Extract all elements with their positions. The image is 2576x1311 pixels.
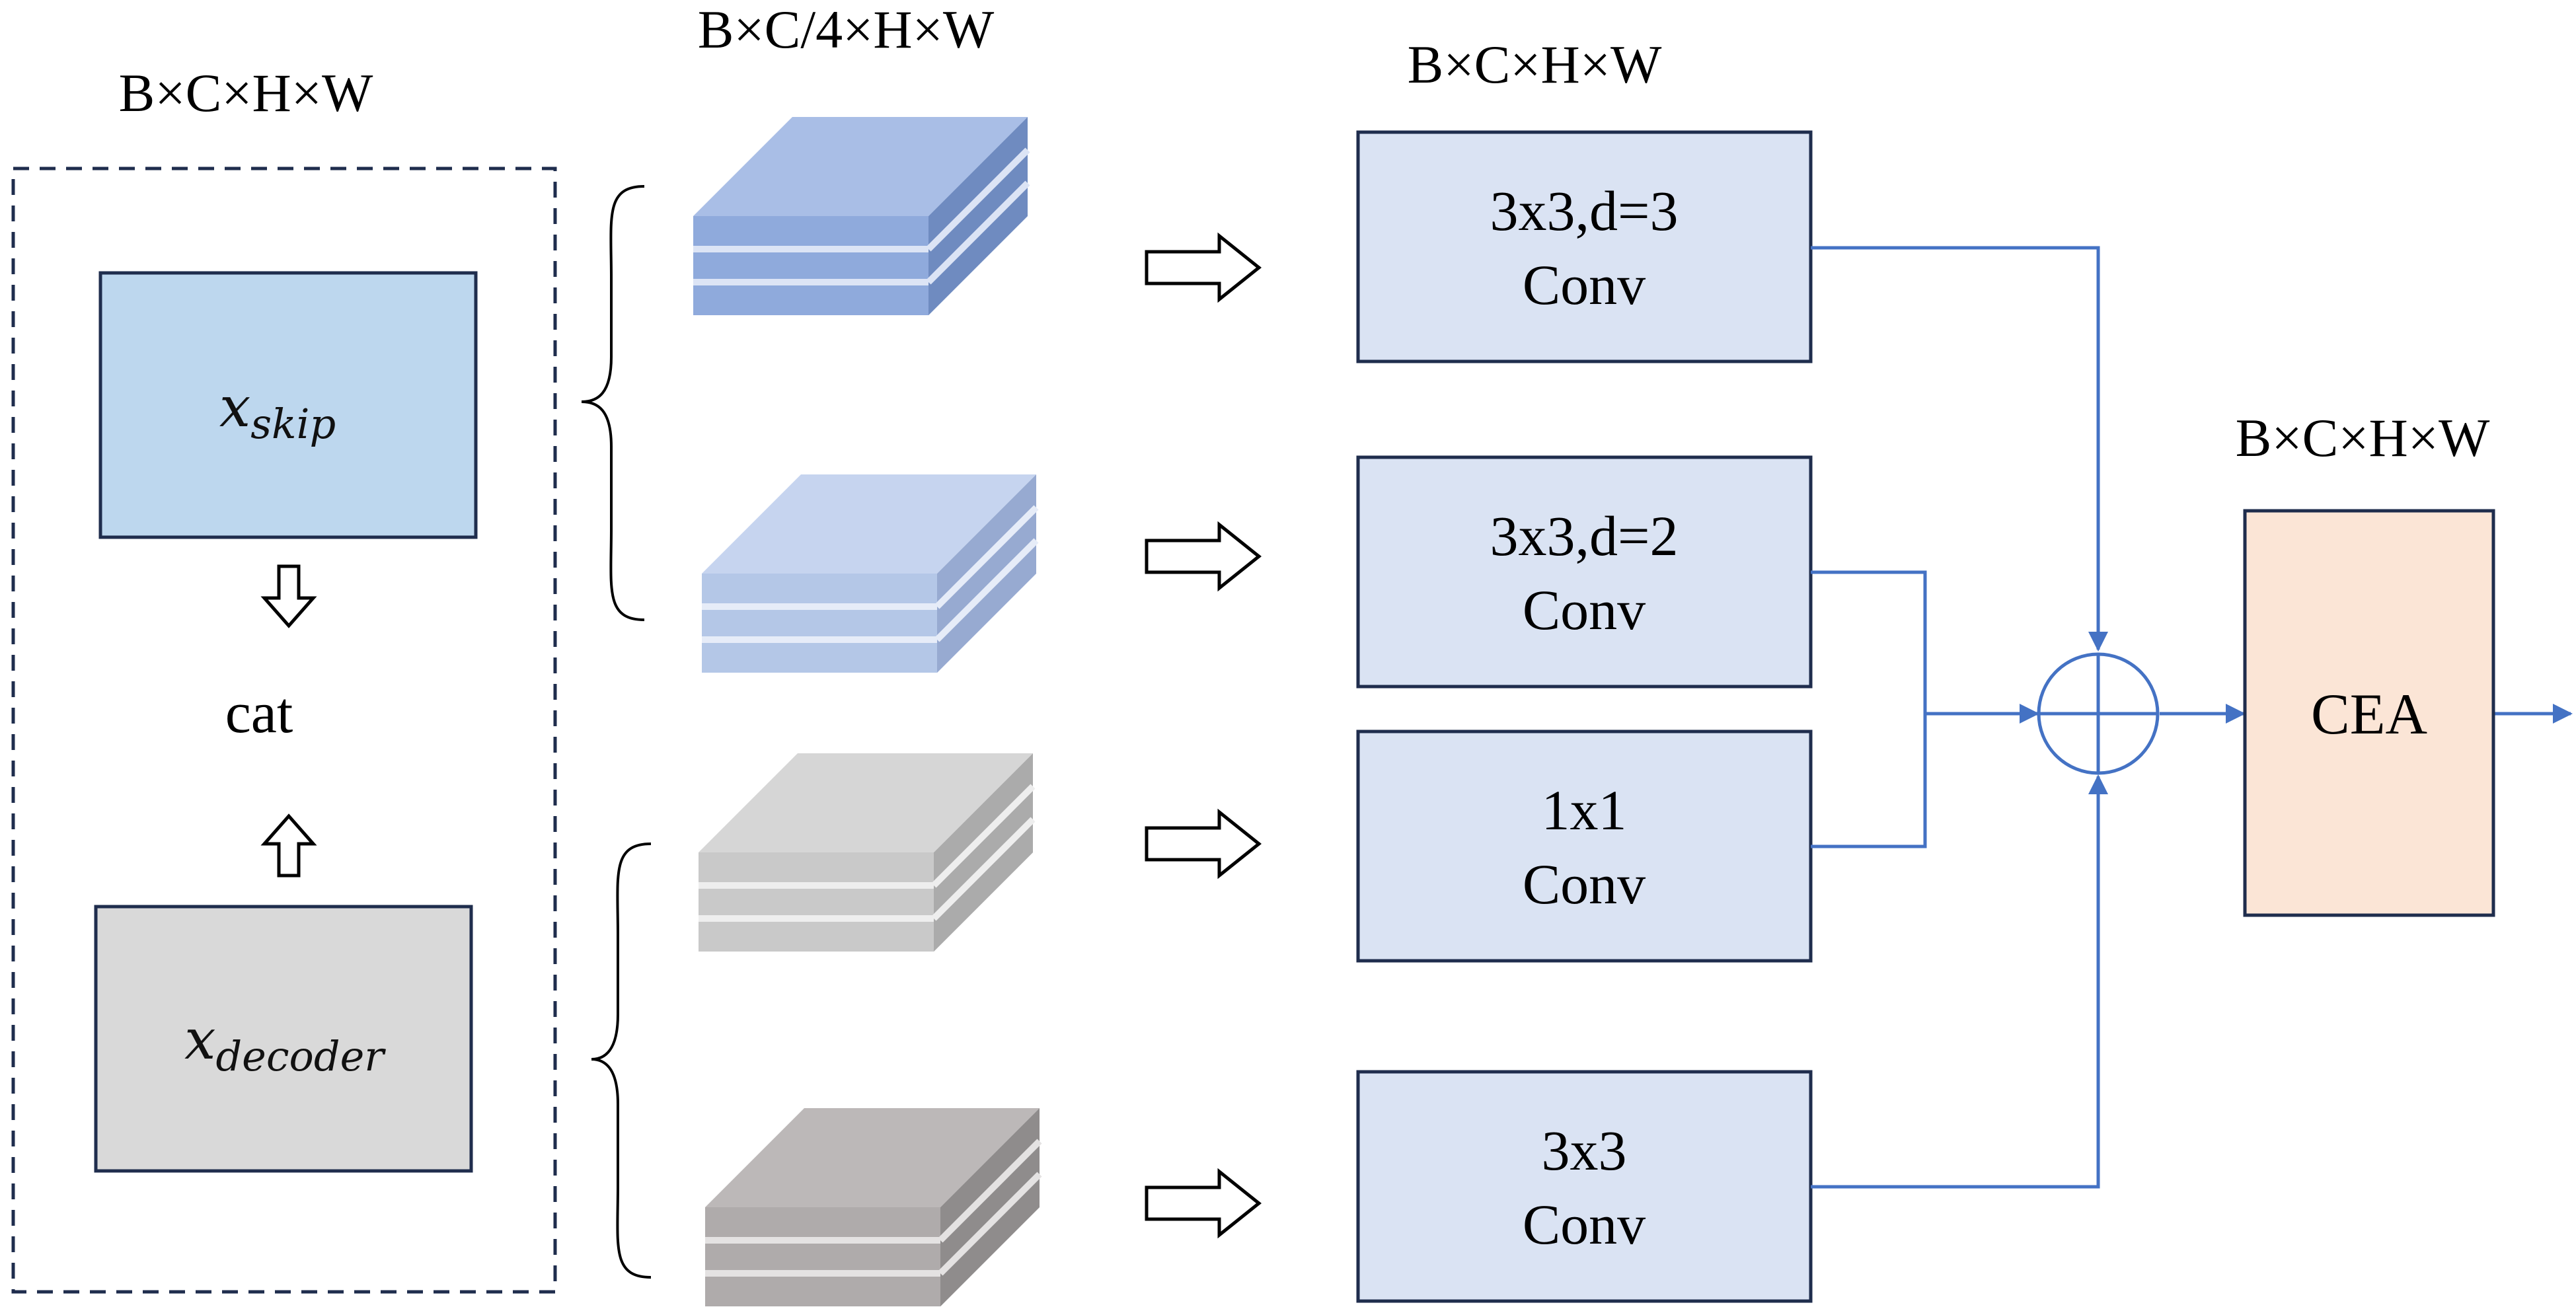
conv-block-dilated-2	[1356, 455, 1813, 689]
cea-block	[2243, 509, 2495, 917]
conv-block-label-line1: 1x1	[1542, 778, 1627, 842]
right-hollow-arrow-icon	[1145, 1168, 1262, 1239]
decoder-input-box	[94, 905, 473, 1173]
conv-block-dilated-3	[1356, 130, 1813, 363]
cat-label: cat	[225, 681, 293, 745]
conv-block-label-line2: Conv	[1523, 253, 1646, 317]
input-group-container	[11, 167, 557, 1294]
input-dim-label: B×C×H×W	[119, 63, 373, 123]
feature-stack-3	[699, 753, 1036, 952]
conv-block-label-line2: Conv	[1523, 1193, 1646, 1256]
feature-stack-1	[693, 117, 1030, 315]
conv-block-label-line1: 3x3	[1542, 1119, 1627, 1182]
skip-input-box	[98, 271, 478, 539]
element-wise-sum-icon	[2037, 652, 2160, 775]
right-hollow-arrow-icon	[1145, 808, 1262, 880]
conv-block-3x3	[1356, 1070, 1813, 1303]
conv-block-label-line1: 3x3,d=2	[1490, 504, 1678, 568]
down-hollow-arrow-icon	[260, 564, 317, 628]
skip-input-label: xskip	[219, 375, 336, 448]
conv-block-1x1	[1356, 730, 1813, 963]
right-hollow-arrow-icon	[1145, 232, 1262, 303]
feature-stack-2	[702, 474, 1039, 673]
lower-brace-icon	[591, 843, 652, 1279]
decoder-input-label: xdecoder	[184, 1007, 386, 1080]
conv-block-label-line2: Conv	[1523, 578, 1646, 642]
upper-brace-icon	[581, 185, 645, 621]
connector-lines	[1811, 246, 2573, 1189]
right-hollow-arrow-icon	[1145, 521, 1262, 592]
conv-block-label-line1: 3x3,d=3	[1490, 179, 1678, 243]
up-hollow-arrow-icon	[260, 813, 317, 878]
cea-label: CEA	[2311, 683, 2427, 747]
feature-stack-4	[705, 1108, 1042, 1306]
conv-block-label-line2: Conv	[1523, 852, 1646, 916]
conv-dim-label: B×C×H×W	[1408, 34, 1662, 94]
output-dim-label: B×C×H×W	[2236, 408, 2490, 468]
split-dim-label: B×C/4×H×W	[698, 0, 995, 59]
